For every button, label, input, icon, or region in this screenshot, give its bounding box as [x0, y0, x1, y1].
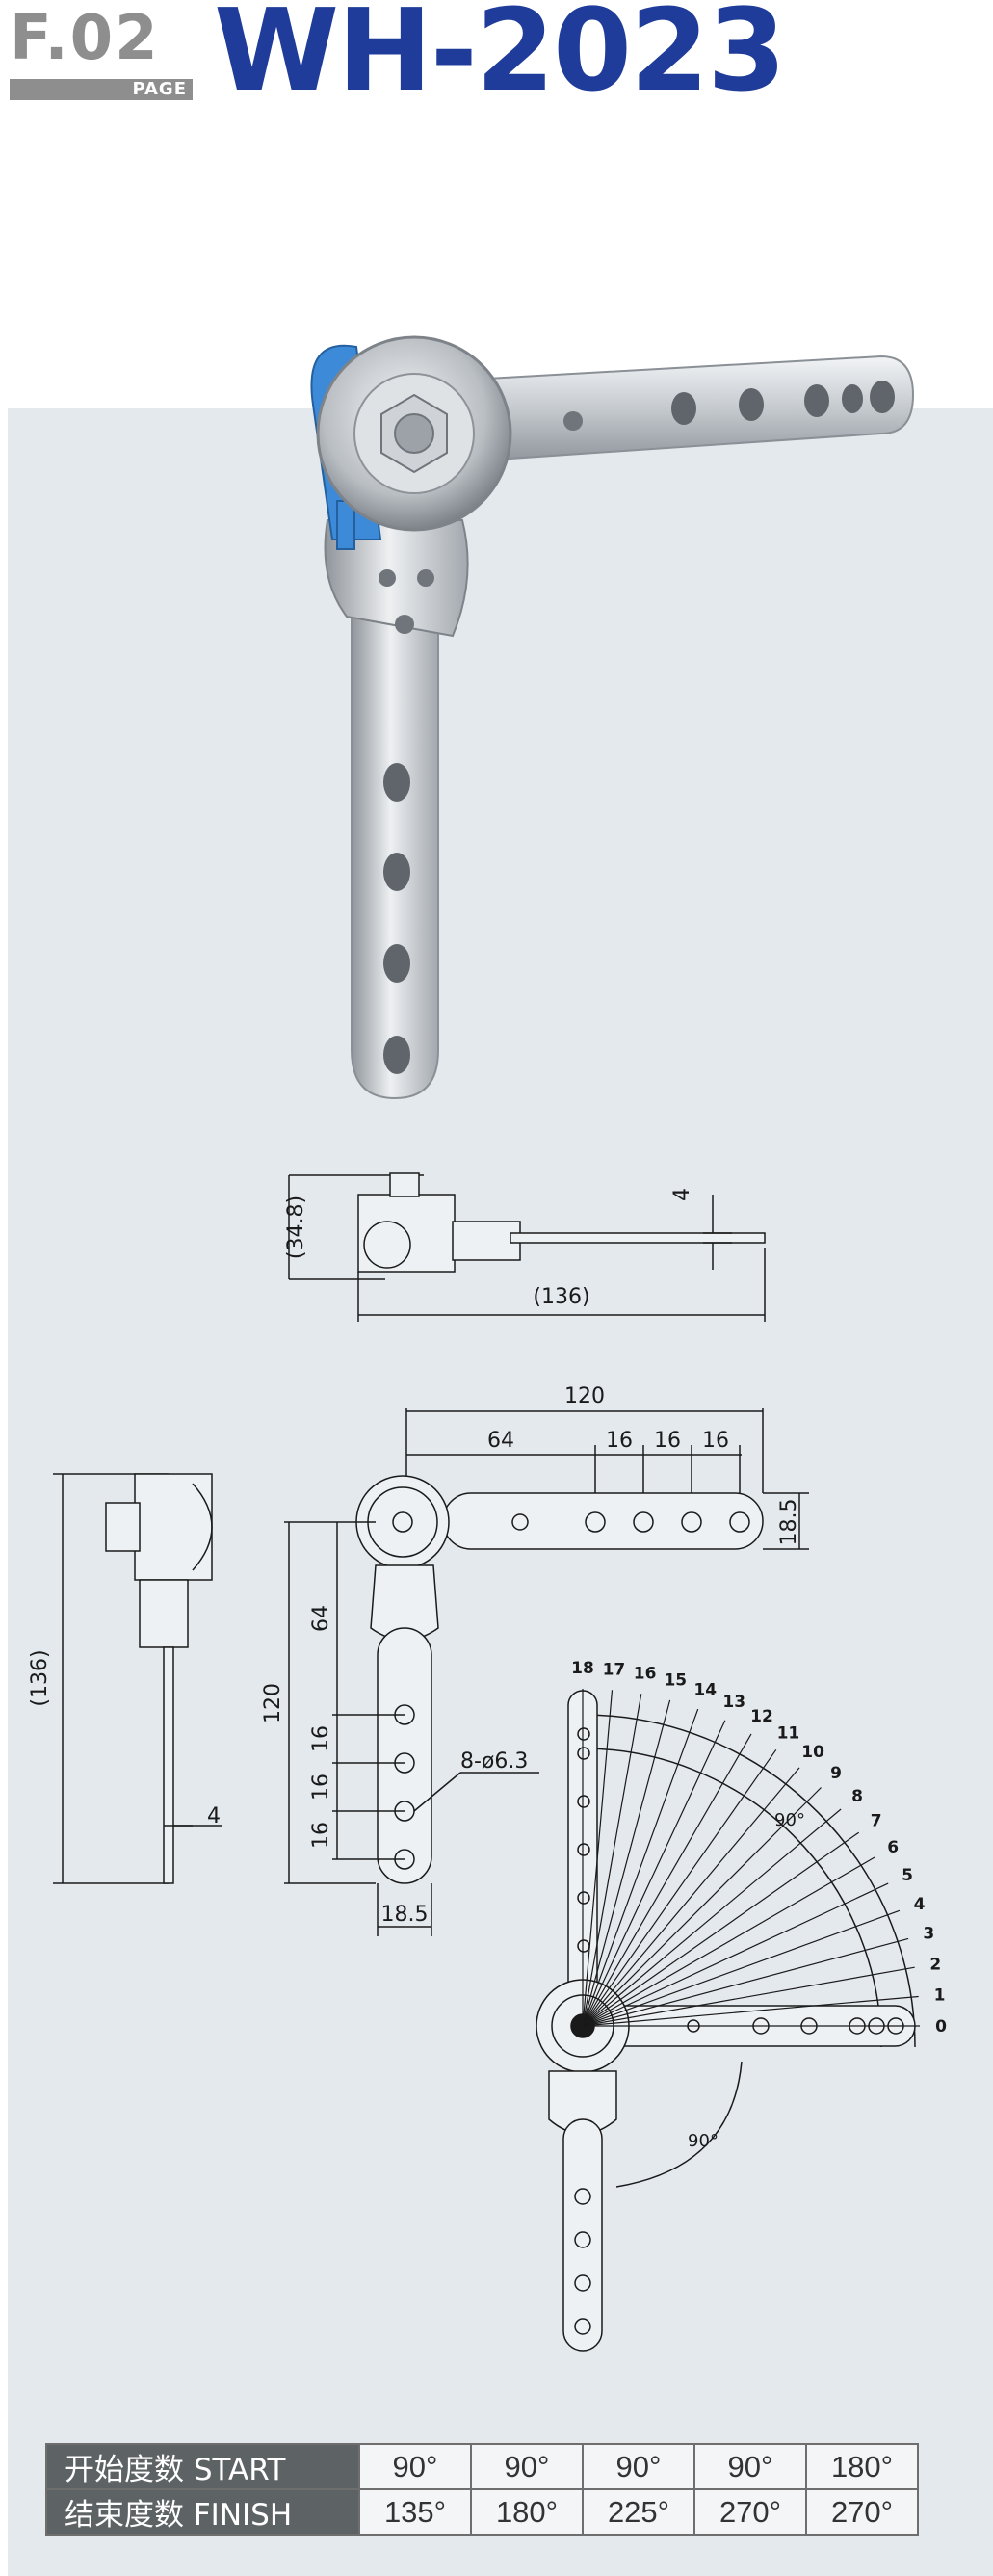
angle-position-label: 6	[887, 1838, 899, 1857]
front-vertical-120: 120	[261, 1683, 285, 1723]
angle-position-label: 7	[871, 1812, 882, 1831]
front-arm-width: 18.5	[777, 1499, 801, 1546]
angle-ray	[582, 1966, 915, 2027]
angle-ray	[582, 1882, 889, 2027]
angle-arc-bottom-label: 90°	[688, 2131, 719, 2151]
page-code: F.02	[10, 3, 160, 74]
front-pitch-3: 16	[702, 1429, 729, 1453]
model-title: WH-2023	[214, 0, 786, 117]
front-overall-width: 120	[564, 1384, 605, 1408]
angle-diagram	[536, 1690, 916, 2352]
front-view	[284, 1408, 809, 1936]
angle-position-label: 12	[750, 1707, 773, 1726]
angle-position-label: 3	[923, 1925, 934, 1944]
front-vpitch-3: 16	[309, 1822, 333, 1849]
left-height-dim: (136)	[28, 1649, 52, 1706]
front-hole-callout: 8-ø6.3	[460, 1749, 528, 1774]
angle-ray	[582, 1694, 642, 2027]
finish-label: 结束度数 FINISH	[45, 2488, 360, 2536]
angle-ray	[582, 1748, 777, 2027]
angle-ray	[582, 1708, 699, 2027]
angle-ray	[582, 1937, 909, 2027]
finish-value: 270°	[693, 2488, 807, 2536]
angle-position-label: 8	[851, 1787, 863, 1806]
angle-rays	[582, 1689, 920, 2027]
finish-value: 180°	[470, 2488, 584, 2536]
front-offset-64: 64	[487, 1429, 514, 1453]
product-image	[310, 335, 915, 1100]
angle-ray	[582, 1699, 671, 2027]
side-length-dim: (136)	[533, 1285, 589, 1309]
front-vpitch-2: 16	[309, 1774, 333, 1801]
angle-table: 开始度数 START 90° 90° 90° 90° 180° 结束度数 FIN…	[45, 2443, 919, 2536]
angle-position-label: 11	[777, 1723, 800, 1743]
angle-position-label: 18	[571, 1659, 594, 1678]
finish-value: 225°	[582, 2488, 695, 2536]
angle-ray	[582, 1733, 752, 2027]
angle-position-label: 14	[693, 1680, 717, 1699]
start-value: 90°	[358, 2443, 472, 2490]
side-thickness-dim: 4	[670, 1188, 694, 1201]
left-thickness-dim: 4	[207, 1804, 221, 1828]
angle-position-label: 15	[664, 1671, 687, 1691]
start-value: 90°	[693, 2443, 807, 2490]
horizontal-arm	[452, 355, 915, 464]
angle-ray	[582, 1690, 614, 2027]
page-label: PAGE	[10, 79, 193, 100]
angle-ray	[582, 1720, 726, 2027]
angle-position-label: 0	[935, 2017, 947, 2037]
front-vpitch-1: 16	[309, 1725, 333, 1752]
angle-position-label: 4	[914, 1895, 926, 1914]
start-value: 180°	[805, 2443, 919, 2490]
angle-ray	[582, 1856, 875, 2027]
left-view	[53, 1473, 222, 1884]
page-badge: F.02 PAGE	[10, 3, 193, 100]
angle-position-label: 1	[934, 1986, 946, 2006]
hinge-body	[310, 335, 512, 638]
finish-value: 135°	[358, 2488, 472, 2536]
angle-ray	[582, 1831, 860, 2027]
finish-value: 270°	[805, 2488, 919, 2536]
angle-position-label: 2	[929, 1955, 941, 1974]
angle-ray	[582, 1787, 822, 2027]
start-value: 90°	[470, 2443, 584, 2490]
angle-arc-top-label: 90°	[774, 1810, 805, 1830]
front-vertical-64: 64	[309, 1605, 333, 1632]
front-bottom-width: 18.5	[381, 1903, 429, 1927]
angle-position-label: 10	[801, 1743, 824, 1762]
side-view	[288, 1172, 766, 1322]
angle-ray	[582, 1808, 842, 2027]
table-row-finish: 结束度数 FINISH 135° 180° 225° 270° 270°	[45, 2488, 919, 2536]
table-row-start: 开始度数 START 90° 90° 90° 90° 180°	[45, 2443, 919, 2490]
angle-ray	[582, 1909, 901, 2027]
angle-position-label: 16	[634, 1665, 657, 1684]
front-pitch-2: 16	[654, 1429, 681, 1453]
angle-ray	[582, 1767, 800, 2027]
front-pitch-1: 16	[606, 1429, 633, 1453]
angle-position-label: 9	[830, 1764, 842, 1783]
side-height-dim: (34.8)	[284, 1196, 308, 1259]
angle-position-label: 5	[902, 1866, 913, 1885]
angle-position-label: 17	[603, 1660, 626, 1679]
start-label: 开始度数 START	[45, 2443, 360, 2490]
header-bar: F.02 PAGE WH-2023	[0, 0, 993, 135]
angle-position-label: 13	[722, 1693, 745, 1712]
start-value: 90°	[582, 2443, 695, 2490]
vertical-arm	[351, 577, 439, 1100]
angle-ray	[582, 1995, 919, 2027]
